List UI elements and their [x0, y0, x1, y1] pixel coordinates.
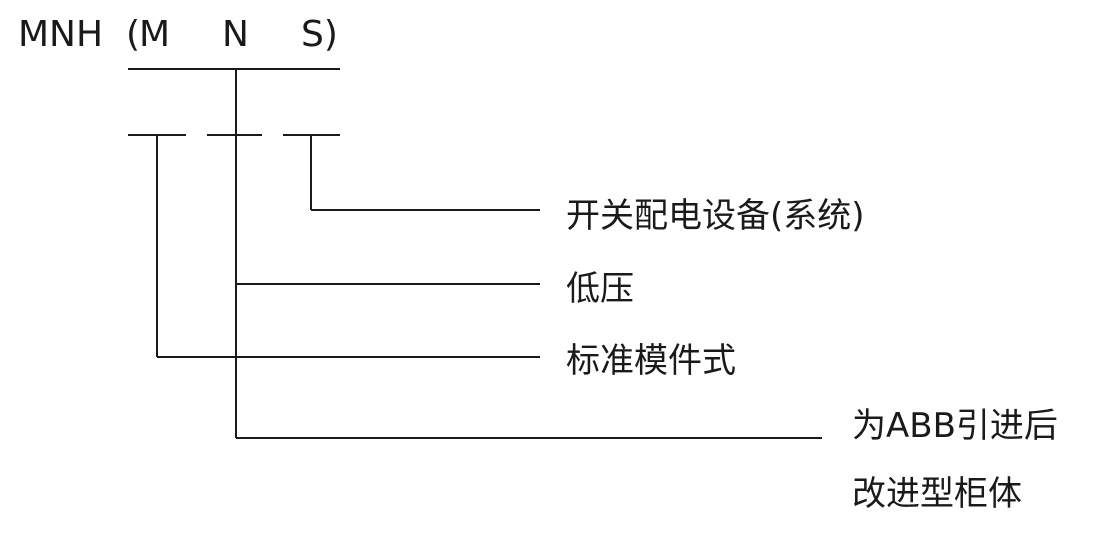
model-code-label: MNH — [18, 14, 103, 55]
label-h-meaning-line1: 为ABB引进后 — [852, 406, 1058, 446]
letter-s: S) — [301, 14, 338, 55]
label-n-meaning: 低压 — [566, 269, 634, 309]
letter-n: N — [222, 14, 249, 55]
label-h-meaning-line2: 改进型柜体 — [852, 474, 1022, 514]
label-s-meaning: 开关配电设备(系统) — [566, 196, 865, 236]
label-m-meaning: 标准模件式 — [566, 341, 736, 381]
open-paren: ( — [126, 14, 140, 55]
letter-m: M — [139, 14, 170, 55]
